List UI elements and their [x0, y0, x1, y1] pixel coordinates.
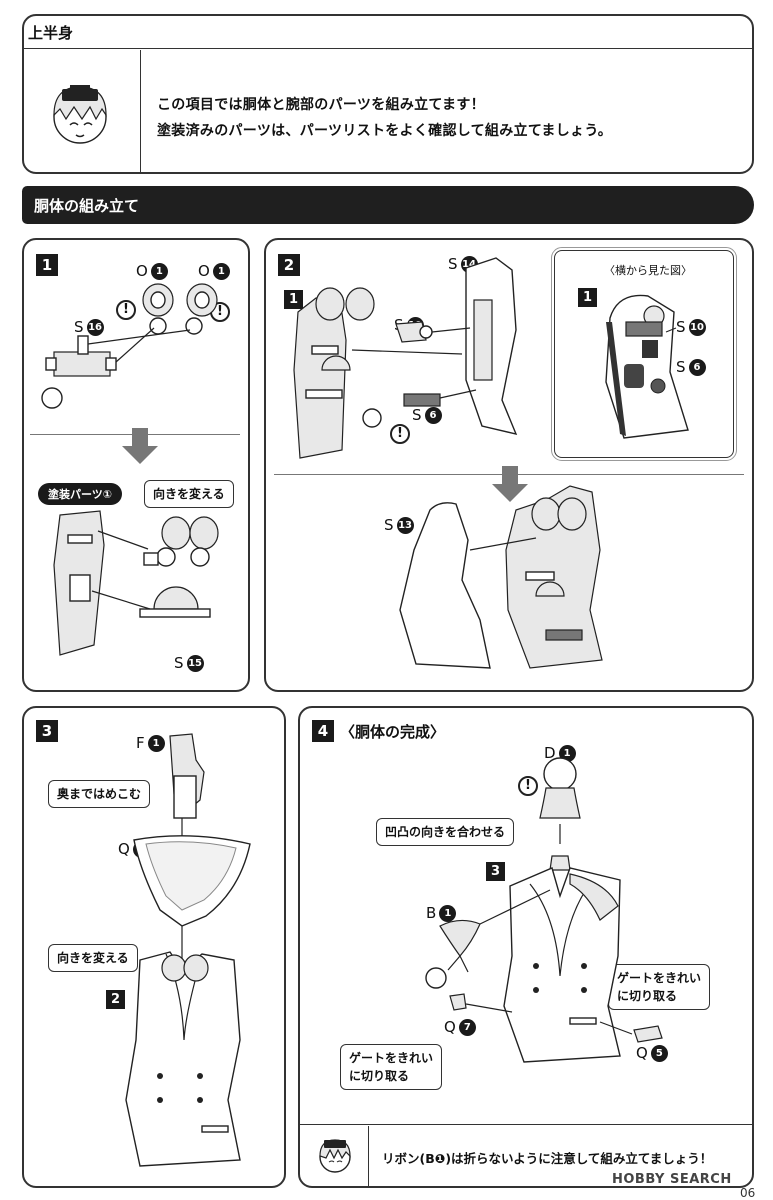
side-label-s6: S 6 [676, 358, 706, 376]
step-2-result-drawing [399, 485, 603, 669]
side-label-s10: S 10 [676, 318, 706, 336]
step-4-title: 〈胴体の完成〉 [340, 723, 446, 741]
part-letter: S [74, 318, 84, 336]
tip-divider [300, 1124, 752, 1125]
part-letter: S [676, 358, 686, 376]
tip-vertical-divider [368, 1126, 369, 1186]
intro-divider [24, 48, 752, 49]
part-letter: S [384, 516, 394, 534]
step-1-number: 1 [36, 254, 58, 276]
part-label-o1-right: O 1 [198, 262, 230, 280]
part-label-q7: Q 7 [444, 1018, 476, 1036]
step-2-assembly-drawing [293, 257, 518, 459]
note-gate-left: ゲートをきれい に切り取る [340, 1044, 443, 1090]
part-letter: B [426, 904, 437, 922]
part-letter: D [544, 744, 556, 762]
note-align-notches: 凹凸の向きを合わせる [376, 818, 515, 846]
part-letter: O [136, 262, 148, 280]
part-letter: S [412, 406, 422, 424]
part-number-badge: 1 [439, 904, 457, 922]
mascot-avatar-icon [53, 85, 107, 144]
part-label-s6: S 6 [412, 406, 442, 424]
part-number-badge: 16 [86, 318, 104, 336]
watermark: HOBBY SEARCH [612, 1172, 732, 1187]
part-number-badge: 5 [650, 1044, 668, 1062]
note-rotate-step-3: 向きを変える [48, 944, 138, 972]
part-number-badge: 6 [688, 358, 706, 376]
caution-icon: ! [116, 300, 136, 320]
part-letter: Q [444, 1018, 456, 1036]
section-heading: 上半身 [28, 24, 74, 42]
intro-text-line-1: この項目では胴体と腕部のパーツを組み立てます！ [157, 97, 485, 113]
part-number-badge: 1 [212, 262, 230, 280]
section-banner: 胴体の組み立て [22, 186, 754, 224]
part-number-badge: 7 [458, 1018, 476, 1036]
part-number-badge: 1 [150, 262, 168, 280]
step-1-result-drawing [53, 510, 219, 656]
part-label-b1: B 1 [426, 904, 457, 922]
part-number-badge: 13 [396, 516, 414, 534]
part-letter: O [198, 262, 210, 280]
step-4-number: 4 [312, 720, 334, 742]
note-line: に切り取る [617, 989, 678, 1003]
intro-text-line-2: 塗装済みのパーツは、パーツリストをよく確認して組み立てましょう。 [157, 123, 613, 139]
sub-assembly-1-marker: 1 [284, 290, 303, 309]
note-gate-right: ゲートをきれい に切り取る [608, 964, 711, 1010]
part-number-badge: 1 [558, 744, 576, 762]
footer-tip: リボン(B❶)は折らないように注意して組み立てましょう！ [382, 1151, 713, 1166]
mascot-small-icon [319, 1139, 351, 1173]
side-view-title: 〈横から見た図〉 [604, 264, 692, 277]
sub-assembly-2-marker: 2 [106, 990, 125, 1009]
note-line: ゲートをきれい [617, 971, 702, 985]
side-view-inset [551, 247, 737, 461]
note-push-fully: 奥まではめこむ [48, 780, 151, 808]
part-label-o1-left: O 1 [136, 262, 168, 280]
page-number: 06 [740, 1186, 756, 1200]
part-label-s16: S 16 [74, 318, 104, 336]
part-number-badge: 10 [688, 318, 706, 336]
part-number-badge: 6 [424, 406, 442, 424]
note-line: ゲートをきれい [349, 1051, 434, 1065]
caution-icon: ! [518, 776, 538, 796]
down-arrow-icon [492, 466, 528, 502]
side-view-drawing [605, 294, 689, 439]
side-view-sub-1-marker: 1 [578, 288, 597, 307]
part-letter: S [448, 255, 458, 273]
part-label-d1: D 1 [544, 744, 576, 762]
sub-assembly-3-marker: 3 [486, 862, 505, 881]
part-letter: S [676, 318, 686, 336]
part-label-f1: F 1 [136, 734, 165, 752]
part-letter: F [136, 734, 145, 752]
step-1-joints-drawing [41, 283, 218, 409]
step-3-number: 3 [36, 720, 58, 742]
intro-vertical-divider [140, 50, 141, 172]
note-rotate-step-1: 向きを変える [144, 480, 234, 508]
part-number-badge: 15 [186, 654, 204, 672]
part-letter: Q [118, 840, 130, 858]
part-label-s15: S 15 [174, 654, 204, 672]
painted-parts-tag: 塗装パーツ① [38, 483, 123, 505]
part-letter: S [174, 654, 184, 672]
down-arrow-icon [122, 428, 158, 464]
part-number-badge: 1 [147, 734, 165, 752]
intro-box [22, 14, 754, 174]
note-line: に切り取る [349, 1069, 410, 1083]
part-label-s13: S 13 [384, 516, 414, 534]
caution-icon: ! [390, 424, 410, 444]
part-letter: Q [636, 1044, 648, 1062]
step-3-drawing [125, 733, 251, 1167]
step-2-number: 2 [278, 254, 300, 276]
part-label-q5: Q 5 [636, 1044, 668, 1062]
step-4-drawing [425, 757, 663, 1063]
